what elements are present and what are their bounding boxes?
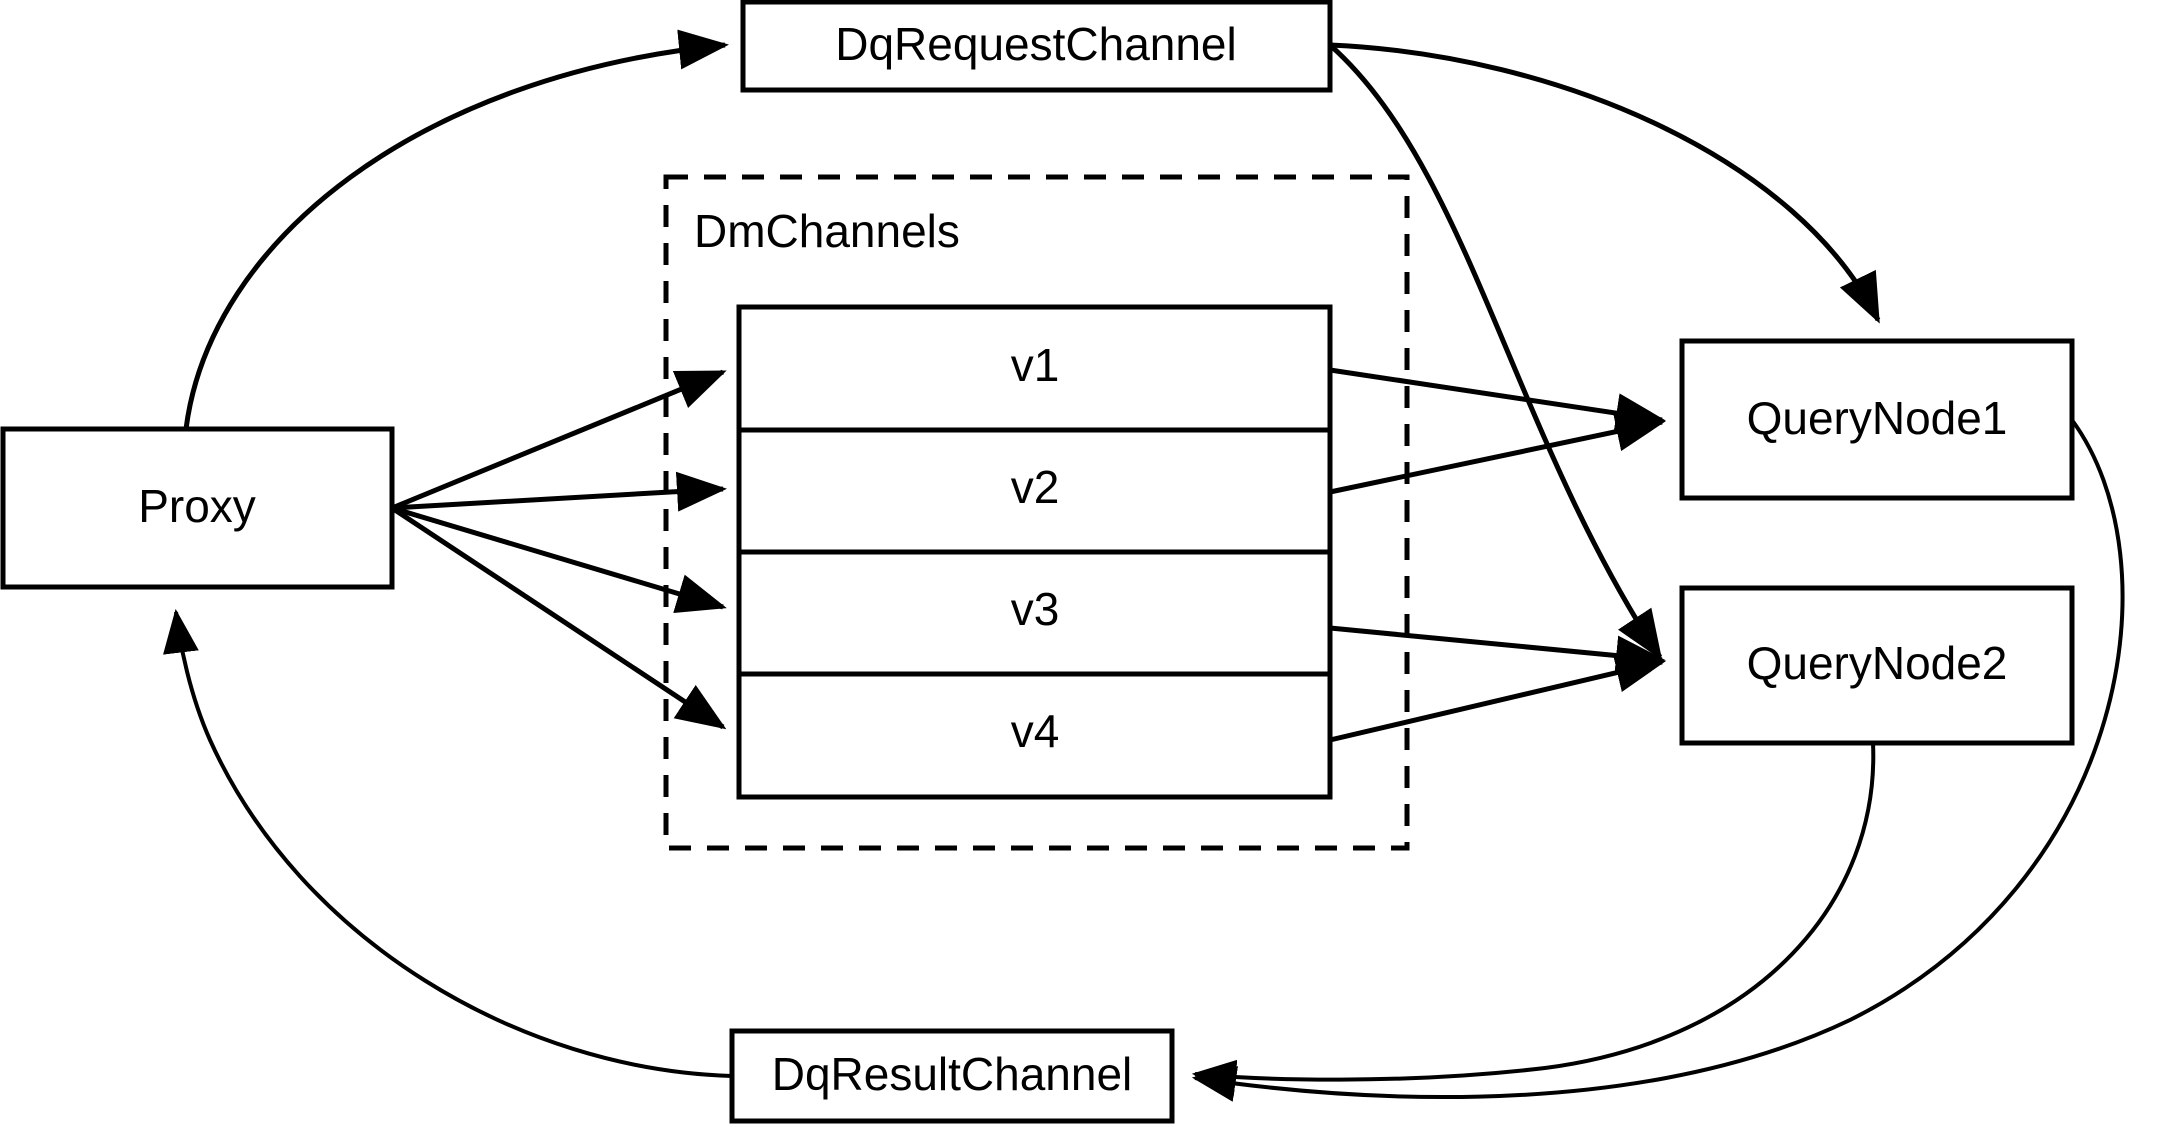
querynode1-label: QueryNode1 (1747, 392, 2008, 444)
edge-v3-to-querynode2 (1329, 625, 1666, 676)
edge-dqresultchannel-to-proxy (163, 608, 733, 1078)
edge-querynode2-to-dqresultchannel (1191, 742, 1876, 1096)
edge-v4-to-querynode2 (1329, 653, 1666, 743)
dmchannels-group-label: DmChannels (694, 205, 960, 257)
node-proxy[interactable]: Proxy (0, 426, 395, 590)
edge-dqrequestchannel-to-querynode1 (1329, 42, 1881, 324)
edge-querynode1-to-dqresultchannel (1191, 418, 2125, 1102)
proxy-box[interactable] (0, 426, 395, 590)
dqrequestchannel-box[interactable] (740, 0, 1333, 93)
edge-proxy-to-v2 (391, 471, 727, 512)
node-querynode1[interactable]: QueryNode1 (1679, 338, 2075, 501)
channel-row-v3[interactable]: v3 (1011, 583, 1060, 635)
edge-proxy-to-dqrequestchannel (183, 29, 729, 430)
dqresultchannel-box[interactable] (729, 1028, 1175, 1124)
edge-proxy-to-v3 (391, 505, 727, 613)
channel-row-v2[interactable]: v2 (1011, 461, 1060, 513)
edge-proxy-to-v1 (391, 369, 727, 511)
node-dqrequestchannel[interactable]: DqRequestChannel (740, 0, 1333, 93)
querynode2-box[interactable] (1679, 585, 2075, 746)
channel-row-v4[interactable]: v4 (1011, 705, 1060, 757)
edge-v2-to-querynode1 (1329, 411, 1666, 495)
querynode2-label: QueryNode2 (1747, 637, 2008, 689)
dqresultchannel-label: DqResultChannel (772, 1048, 1133, 1100)
edge-dqrequestchannel-to-querynode2 (1328, 43, 1663, 661)
node-querynode2[interactable]: QueryNode2 (1679, 585, 2075, 746)
proxy-label: Proxy (138, 480, 256, 532)
node-dqresultchannel[interactable]: DqResultChannel (729, 1028, 1175, 1124)
dqrequestchannel-label: DqRequestChannel (835, 18, 1237, 70)
channel-row-v1[interactable]: v1 (1011, 339, 1060, 391)
dmchannels-group-box (663, 174, 1410, 851)
dmchannels-table: v1 v2 v3 v4 (736, 304, 1333, 800)
querynode1-box[interactable] (1679, 338, 2075, 501)
edge-proxy-to-v4 (390, 505, 727, 730)
edge-v1-to-querynode1 (1329, 367, 1666, 433)
